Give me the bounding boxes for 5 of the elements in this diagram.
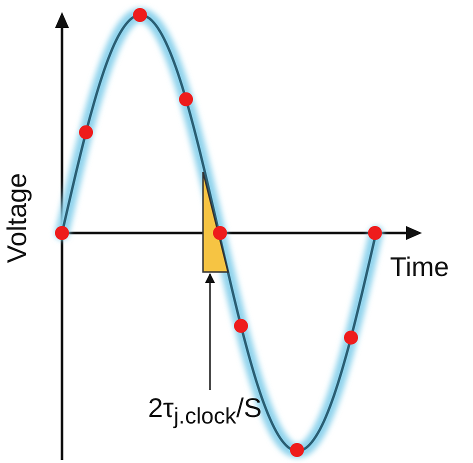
axis-label: Voltage [2,173,33,264]
leader-line [205,273,215,390]
error-triangle [202,171,229,273]
formula-label: 2τ$_{j.clock}$/S [148,393,262,430]
axis-label: Time [390,252,449,283]
